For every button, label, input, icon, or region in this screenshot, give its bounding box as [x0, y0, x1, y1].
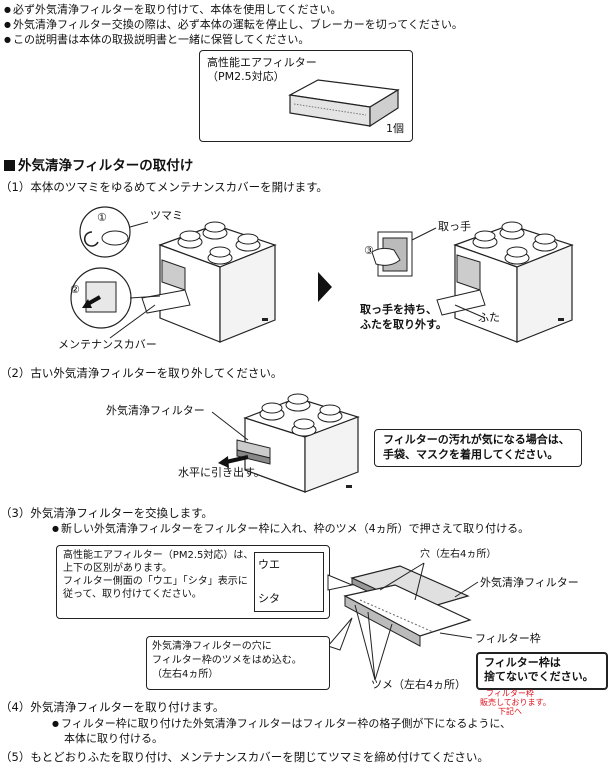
updown-note-line1: 高性能エアフィルター（PM2.5対応）は、: [63, 550, 254, 561]
claw-note-line2: フィルター枠のツメをはめ込む。: [152, 655, 302, 666]
frame-sold-note-line1: フィルター枠: [486, 689, 534, 698]
intro-bullet-3: この説明書は本体の取扱説明書と一緒に保管してください。: [4, 33, 309, 48]
step1-num-3: ③: [364, 244, 374, 257]
glove-warning-line2: 手袋、マスクを着用してください。: [383, 448, 559, 461]
step3-bullet: 新しい外気清浄フィルターをフィルター枠に入れ、枠のツメ（4ヵ所）で押さえて取り付…: [52, 522, 529, 537]
updown-note-line4: 従って、取り付けてください。: [63, 589, 202, 600]
pull-out-label: 水平に引き出す。: [178, 466, 265, 479]
keep-frame-line2: 捨てないでください。: [484, 670, 594, 683]
maintenance-cover-label: メンテナンスカバー: [58, 338, 157, 351]
step2-filter-label: 外気清浄フィルター: [106, 404, 205, 417]
claw-note-line3: （左右4ヵ所）: [152, 669, 219, 680]
product-quantity: 1個: [386, 122, 404, 135]
updown-label-sample: [254, 552, 324, 612]
label-top: ウエ: [258, 558, 280, 571]
claw-note-box: [146, 636, 330, 690]
keep-frame-line1: フィルター枠は: [484, 656, 561, 669]
intro-bullet-2: 外気清浄フィルター交換の際は、必ず本体の運転を停止し、ブレーカーを切ってください…: [4, 18, 463, 33]
step3-filter-label: 外気清浄フィルター: [480, 576, 579, 589]
intro-bullet-1: 必ず外気清浄フィルターを取り付けて、本体を使用してください。: [4, 3, 342, 18]
step5-text: （5）もとどおりふたを取り付け、メンテナンスカバーを閉じてツマミを締め付けてくだ…: [0, 750, 489, 764]
step1-num-1: ①: [97, 211, 107, 224]
frame-sold-note-line3: 下記へ: [498, 707, 522, 716]
updown-note-line3: フィルター側面の「ウエ」「シタ」表示に: [63, 576, 248, 587]
handle-label: 取っ手: [438, 220, 471, 233]
step4-bullet-line1: フィルター枠に取り付けた外気清浄フィルターはフィルター枠の格子側が下になるように…: [52, 717, 511, 732]
glove-warning-line1: フィルターの汚れが気になる場合は、: [383, 433, 570, 446]
step1-text: （1）本体のツマミをゆるめてメンテナンスカバーを開けます。: [0, 180, 328, 194]
step4-text: （4）外気清浄フィルターを取り付けます。: [0, 700, 225, 714]
claw-note-line1: 外気清浄フィルターの穴に: [152, 641, 272, 652]
updown-note-line2: 上下の区別があります。: [63, 563, 172, 574]
step1-num-2: ②: [70, 283, 80, 296]
product-spec: （PM2.5対応）: [207, 70, 285, 83]
step1-instruction-line1: 取っ手を持ち、: [360, 303, 437, 316]
step4-bullet-line2: 本体に取り付ける。: [64, 732, 163, 745]
hole-label: 穴（左右4ヵ所）: [420, 549, 497, 560]
product-name: 高性能エアフィルター: [207, 56, 317, 69]
step2-text: （2）古い外気清浄フィルターを取り外してください。: [0, 366, 283, 380]
step1-instruction-line2: ふたを取り外す。: [360, 318, 447, 331]
knob-label: ツマミ: [150, 209, 183, 222]
frame-sold-note-line2: 販売しております。: [480, 698, 551, 707]
frame-label: フィルター枠: [475, 632, 541, 645]
step3-text: （3）外気清浄フィルターを交換します。: [0, 506, 213, 520]
label-bottom: シタ: [258, 592, 280, 605]
glove-warning-box: [374, 429, 582, 467]
section-title: 外気清浄フィルターの取付け: [4, 154, 193, 174]
lid-label: ふた: [478, 311, 500, 324]
keep-frame-warning-box: [476, 652, 608, 690]
claw-label: ツメ（左右4ヵ所）: [371, 678, 466, 691]
